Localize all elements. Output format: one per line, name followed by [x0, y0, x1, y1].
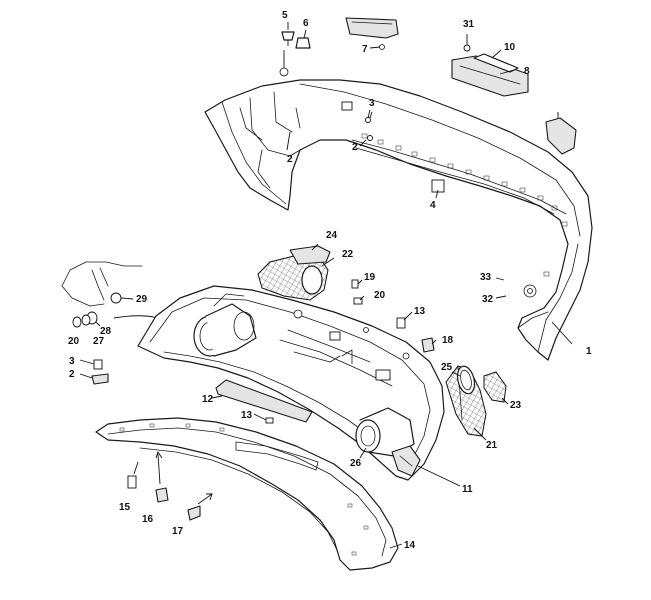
bumper-cover	[204, 79, 593, 361]
callout-31: 31	[463, 19, 475, 30]
bracket-18	[421, 337, 435, 353]
callout-2: 2	[69, 369, 75, 380]
reflector-13-lower	[265, 417, 274, 424]
mounting-bracket-7	[345, 17, 399, 50]
foam-pad-10	[473, 53, 519, 73]
top-fixings	[279, 50, 373, 141]
reflector-strip-12	[215, 379, 313, 423]
callout-12: 12	[202, 394, 214, 405]
callout-24: 24	[326, 230, 338, 241]
callout-29: 29	[136, 294, 148, 305]
callout-28: 28	[100, 326, 112, 337]
callout-22: 22	[342, 249, 354, 260]
callout-20: 20	[374, 290, 386, 301]
callout-4: 4	[430, 200, 436, 211]
trim-bracket-8	[451, 55, 529, 97]
callout-17: 17	[172, 526, 184, 537]
wheel-arch-outline	[61, 261, 143, 307]
side-bracket-9	[545, 112, 577, 155]
callout-3: 3	[369, 98, 375, 109]
screw-31	[463, 34, 471, 52]
callout-3: 3	[69, 356, 75, 367]
callout-labels: 1222334567810111213131415161718192020212…	[68, 10, 592, 551]
leader-lines	[211, 22, 573, 549]
callout-15: 15	[119, 502, 131, 513]
washer-27	[81, 314, 91, 326]
cap-nut-6	[295, 37, 311, 49]
callout-1: 1	[586, 346, 592, 357]
callout-18: 18	[442, 335, 454, 346]
washer-20-left	[72, 316, 82, 328]
callout-25: 25	[441, 362, 453, 373]
callout-10: 10	[504, 42, 516, 53]
callout-2: 2	[352, 142, 358, 153]
trim-ring-25	[456, 365, 476, 395]
clip-13-upper	[396, 317, 406, 329]
callout-13: 13	[414, 306, 426, 317]
callout-27: 27	[93, 336, 105, 347]
push-clip-5	[281, 31, 295, 46]
callout-23: 23	[510, 400, 522, 411]
lower-panel	[137, 285, 445, 481]
clip-3-left	[79, 359, 103, 370]
callout-7: 7	[362, 44, 368, 55]
grille-23	[483, 371, 507, 403]
callout-16: 16	[142, 514, 154, 525]
callout-33: 33	[480, 272, 492, 283]
callout-14: 14	[404, 540, 416, 551]
washer-20-right	[353, 297, 363, 305]
callout-20: 20	[68, 336, 80, 347]
lower-valance	[95, 417, 399, 571]
callout-5: 5	[282, 10, 288, 21]
callout-6: 6	[303, 18, 309, 29]
grommet-29	[110, 292, 134, 304]
screws-15-16-17	[127, 450, 213, 521]
callout-21: 21	[486, 440, 498, 451]
callout-2: 2	[287, 154, 293, 165]
mesh-trim-24	[289, 245, 331, 265]
exhaust-mesh-22	[257, 255, 329, 301]
bolt-19	[351, 279, 359, 289]
bracket-2-left	[79, 373, 109, 385]
callout-26: 26	[350, 458, 362, 469]
callout-32: 32	[482, 294, 494, 305]
callout-11: 11	[462, 484, 473, 495]
callout-13: 13	[241, 410, 253, 421]
callout-19: 19	[364, 272, 376, 283]
callout-8: 8	[524, 66, 530, 77]
